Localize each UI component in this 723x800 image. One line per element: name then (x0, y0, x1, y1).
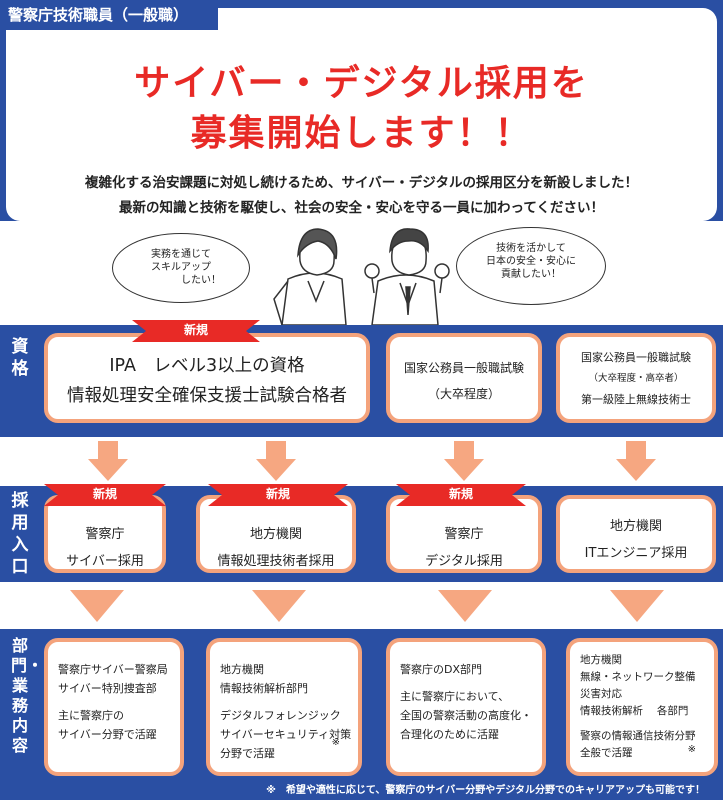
card-line: （大卒程度） (427, 387, 500, 401)
hero-title-line-2: 募集開始します！！ (190, 113, 533, 154)
card-line: 地方機関 (249, 527, 302, 542)
department-card-npa-cyber: 警察庁サイバー警察局 サイバー特別捜査部 主に警察庁の サイバー分野で活躍 (44, 638, 184, 776)
bubble-left-line: スキルアップ (151, 262, 211, 273)
card-line: 地方機関 (609, 519, 662, 534)
note-mark: ※ (331, 737, 340, 748)
hero-title-line-1: サイバー・デジタル採用を (134, 63, 589, 104)
card-line: サイバーセキュリティ対策 (220, 728, 352, 741)
down-triangle-icon (610, 590, 664, 622)
new-badge: 新規 (208, 482, 348, 508)
card-line: ITエンジニア採用 (584, 546, 688, 561)
department-card-regional-it: 地方機関 無線・ネットワーク整備 災害対応 情報技術解析 各部門 警察の情報通信… (566, 638, 718, 776)
down-arrow-icon (256, 441, 296, 481)
card-line: 分野で活躍 (220, 747, 275, 760)
new-badge-label: 新規 (265, 487, 290, 501)
down-triangle-icon (438, 590, 492, 622)
bubble-left-line: 実務を通じて (151, 249, 211, 260)
card-line: 警察庁 (444, 527, 484, 542)
entry-card-regional-info: 地方機関 情報処理技術者採用 (196, 495, 356, 573)
entry-card-npa-digital: 警察庁 デジタル採用 (386, 495, 542, 573)
ribbon-shape (44, 484, 166, 506)
bubble-left-line: したい！ (181, 275, 221, 286)
card-line: 情報技術解析 各部門 (580, 705, 689, 717)
speech-bubble-left: 実務を通じて スキルアップ したい！ (112, 233, 250, 303)
speech-bubble-right: 技術を活かして 日本の安全・安心に 貢献したい！ (456, 227, 606, 305)
card-line: 主に警察庁の (58, 709, 124, 722)
entry-card-npa-cyber: 警察庁 サイバー採用 (44, 495, 166, 573)
man-staff-icon (364, 228, 450, 325)
card-line: 第一級陸上無線技術士 (581, 393, 691, 406)
category-label: 警察庁技術職員（一般職） (0, 0, 218, 30)
section-char: 部門・業務内容 (11, 636, 44, 755)
arrow-row-1 (0, 437, 723, 486)
department-card-regional-info: 地方機関 情報技術解析部門 デジタルフォレンジック サイバーセキュリティ対策 分… (206, 638, 362, 776)
new-badge: 新規 (396, 482, 526, 508)
card-line: 地方機関 (220, 663, 264, 676)
ribbon-shape (208, 484, 348, 506)
card-line: サイバー特別捜査部 (58, 682, 157, 695)
illustration-band: 実務を通じて スキルアップ したい！ 技術を活かして 日本の安全・安心に 貢献し… (0, 221, 723, 325)
card-line: 主に警察庁において、 (400, 690, 510, 703)
ribbon-shape (132, 320, 260, 342)
card-line: 無線・ネットワーク整備 (580, 671, 696, 683)
woman-staff-icon (273, 228, 347, 325)
footnote: ※ 希望や適性に応じて、警察庁のサイバー分野やデジタル分野でのキャリアアップも可… (0, 781, 723, 800)
hero-subtitle-line-2: 最新の知識と技術を駆使し、社会の安全・安心を守る一員に加わってください！ (119, 200, 604, 216)
card-line: サイバー分野で活躍 (58, 728, 157, 741)
card-line: （大卒程度・高卒者） (588, 373, 684, 384)
card-line: 警察庁 (85, 527, 125, 542)
hero-panel: サイバー・デジタル採用を 募集開始します！！ 複雑化する治安課題に対処し続けるた… (6, 8, 717, 221)
qualification-card-radio: 国家公務員一般職試験 （大卒程度・高卒者） 第一級陸上無線技術士 (556, 333, 716, 423)
new-badge: 新規 (44, 482, 166, 508)
card-line: 国家公務員一般職試験 (403, 361, 524, 375)
down-arrow-icon (444, 441, 484, 481)
card-line: デジタルフォレンジック (220, 709, 341, 722)
staff-illustration (273, 228, 450, 325)
card-line: 合理化のために活躍 (400, 728, 499, 741)
new-badge-label: 新規 (92, 487, 117, 501)
card-line: IPA レベル3以上の資格 (109, 356, 305, 376)
card-line: 警察庁サイバー警察局 (58, 663, 168, 676)
card-line: 国家公務員一般職試験 (581, 351, 691, 364)
section-label-qualification: 資格 (0, 336, 40, 380)
card-line: 災害対応 (580, 688, 622, 700)
bubble-right-line: 日本の安全・安心に (486, 256, 576, 267)
card-line: 地方機関 (580, 654, 622, 666)
qualification-card-general-exam: 国家公務員一般職試験 （大卒程度） (386, 333, 542, 423)
card-line: サイバー採用 (66, 554, 144, 569)
new-badge-label: 新規 (448, 487, 473, 501)
card-line: 警察の情報通信技術分野 (580, 730, 696, 742)
section-label-department: 部門・業務内容 (0, 636, 44, 756)
hero-subtitle-line-1: 複雑化する治安課題に対処し続けるため、サイバー・デジタルの採用区分を新設しました… (85, 175, 638, 191)
section-label-entry: 採用入口 (0, 490, 40, 578)
bubble-right-line: 技術を活かして (496, 243, 566, 254)
down-arrow-icon (88, 441, 128, 481)
note-mark: ※ (687, 744, 696, 755)
card-line: 情報技術解析部門 (220, 682, 308, 695)
ribbon-shape (396, 484, 526, 506)
card-line: 警察庁のDX部門 (400, 663, 483, 676)
department-card-npa-dx: 警察庁のDX部門 主に警察庁において、 全国の警察活動の高度化・ 合理化のために… (386, 638, 546, 776)
down-arrow-icon (616, 441, 656, 481)
card-line: 全国の警察活動の高度化・ (400, 709, 532, 722)
bubble-right-line: 貢献したい！ (501, 269, 561, 280)
section-char: 採用入口 (11, 491, 29, 577)
new-badge-label: 新規 (183, 323, 208, 337)
qualification-card-ipa: IPA レベル3以上の資格 情報処理安全確保支援士試験合格者 (44, 333, 370, 423)
card-line: 情報処理技術者採用 (217, 554, 335, 569)
card-line: 情報処理安全確保支援士試験合格者 (67, 386, 347, 406)
arrow-row-2 (0, 582, 723, 629)
card-line: 全般で活躍 (580, 747, 633, 759)
new-badge: 新規 (132, 318, 260, 344)
down-triangle-icon (70, 590, 124, 622)
entry-card-regional-it: 地方機関 ITエンジニア採用 (556, 495, 716, 573)
down-triangle-icon (252, 590, 306, 622)
section-char: 資格 (11, 337, 29, 379)
card-line: デジタル採用 (425, 554, 503, 569)
